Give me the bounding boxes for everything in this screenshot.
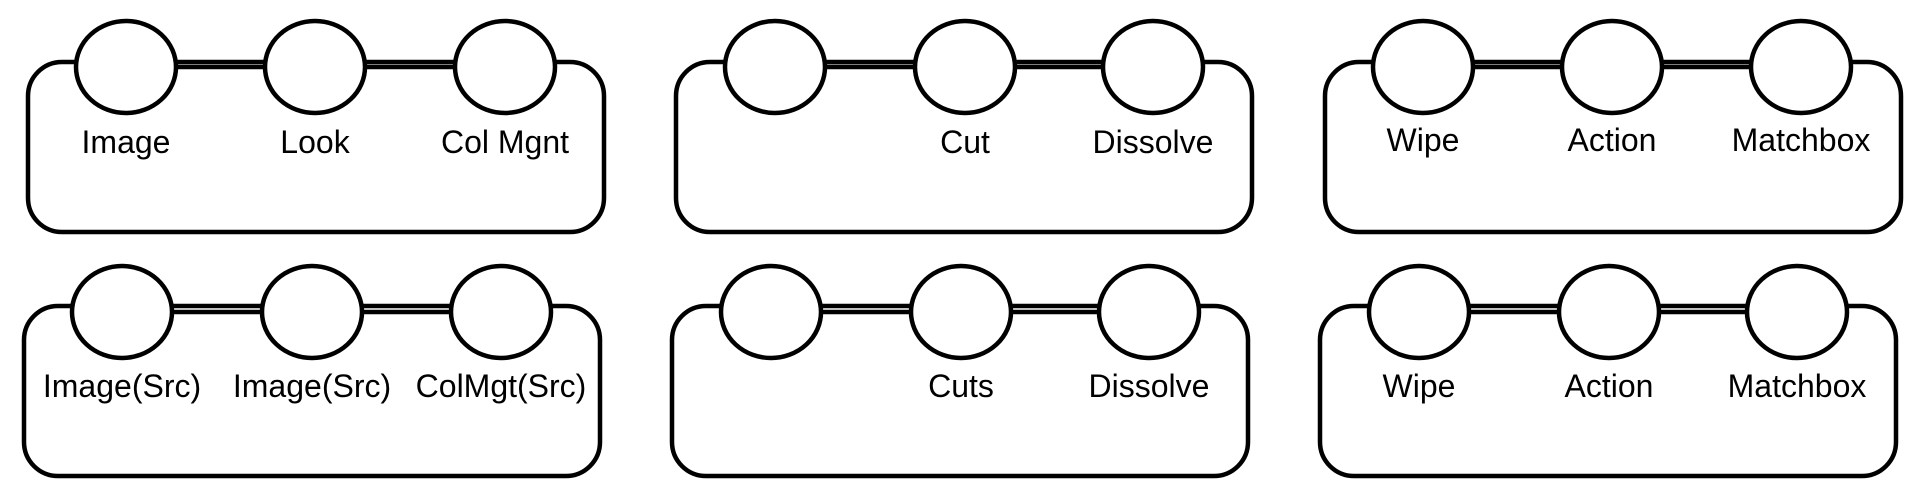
panel-top-1: Image Look Col Mgnt [25,18,607,235]
node-circle[interactable] [69,263,175,361]
node-label: Col Mgnt [441,124,569,160]
node-label: Matchbox [1728,368,1867,404]
node-label: Dissolve [1093,124,1214,160]
node-label: Look [280,124,350,160]
node-circle[interactable] [262,18,368,116]
node-label: Image(Src) [43,368,201,404]
node-circle[interactable] [722,18,828,116]
node-circle[interactable] [1366,263,1472,361]
node-label: ColMgt(Src) [416,368,587,404]
node-circle[interactable] [448,263,554,361]
node-circle[interactable] [1100,18,1206,116]
panel-bottom-2: Cuts Dissolve [669,263,1251,479]
node-label: Cut [940,124,990,160]
node-circle[interactable] [1370,18,1476,116]
node-label: Action [1565,368,1654,404]
node-circle[interactable] [259,263,365,361]
node-circle[interactable] [908,263,1014,361]
panel-bottom-3: Wipe Action Matchbox [1317,263,1899,479]
node-label: Action [1568,122,1657,158]
node-circle[interactable] [1556,263,1662,361]
node-label: Matchbox [1732,122,1871,158]
node-circle[interactable] [912,18,1018,116]
node-label: Wipe [1387,122,1460,158]
panel-top-2: Cut Dissolve [673,18,1255,235]
node-circle[interactable] [1559,18,1665,116]
node-circle[interactable] [1096,263,1202,361]
panel-bottom-1: Image(Src) Image(Src) ColMgt(Src) [21,263,603,479]
node-label: Wipe [1383,368,1456,404]
node-label: Image [82,124,171,160]
node-circle[interactable] [1748,18,1854,116]
node-circle[interactable] [1744,263,1850,361]
node-label: Cuts [928,368,994,404]
node-circle[interactable] [73,18,179,116]
node-circle[interactable] [452,18,558,116]
panel-top-3: Wipe Action Matchbox [1322,18,1904,235]
node-circle[interactable] [718,263,824,361]
node-label: Image(Src) [233,368,391,404]
node-label: Dissolve [1089,368,1210,404]
